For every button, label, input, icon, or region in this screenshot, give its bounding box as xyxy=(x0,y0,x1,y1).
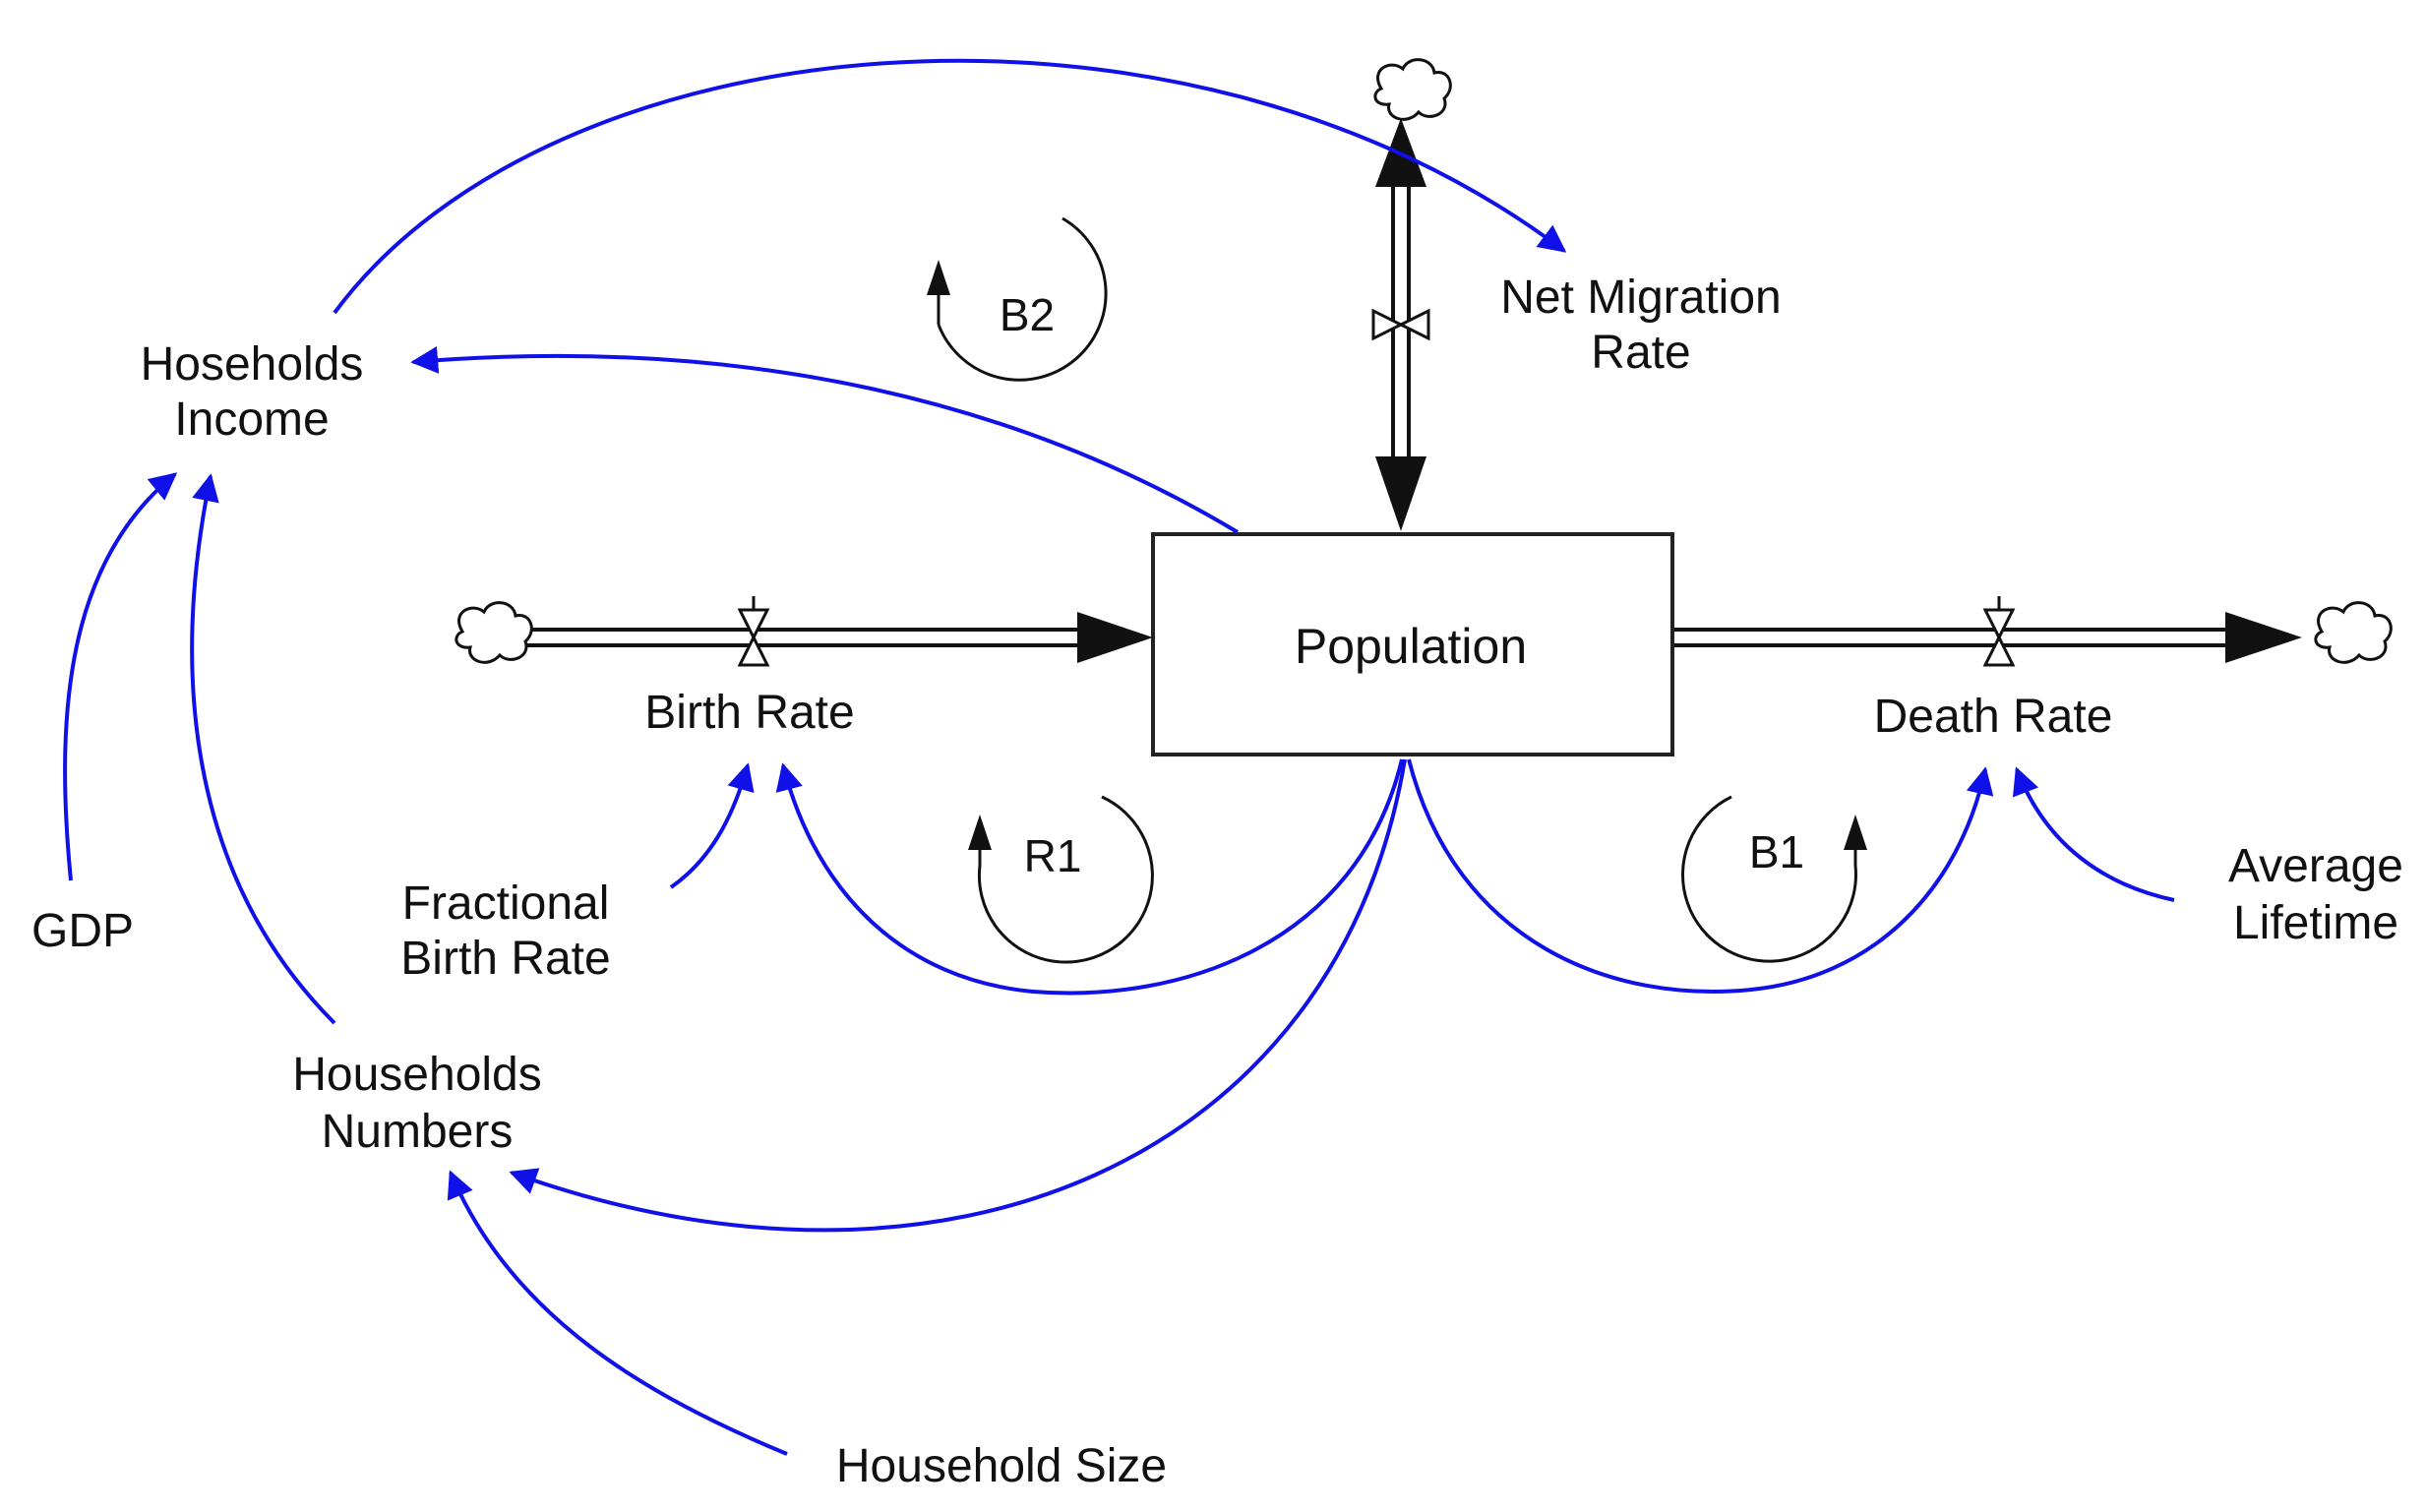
migration-flow-arrowhead-down xyxy=(1375,456,1426,531)
loop-b1: B1 xyxy=(1680,795,1867,963)
link-income-to-migration xyxy=(333,58,1567,315)
link-population-to-numbers xyxy=(509,758,1407,1233)
household-size-label: Household Size xyxy=(836,1440,1167,1492)
birth-rate-valve-icon xyxy=(737,596,770,667)
loop-b2-circle-icon xyxy=(937,216,1108,382)
households-income-label-line2: Income xyxy=(174,393,329,446)
loop-b1-arrow-icon xyxy=(1844,815,1867,850)
population-label: Population xyxy=(1295,619,1527,674)
link-lifetime-to-death xyxy=(2012,766,2175,902)
loop-b2: B2 xyxy=(927,216,1108,382)
birth-source-cloud-icon xyxy=(455,601,533,664)
loop-b2-label: B2 xyxy=(1000,289,1055,340)
fractional-birth-rate-label-line1: Fractional xyxy=(402,877,610,930)
loop-r1-label: R1 xyxy=(1024,830,1082,881)
birth-flow-arrowhead xyxy=(1077,612,1153,663)
loop-b1-circle-icon xyxy=(1680,795,1857,963)
households-numbers-label-line2: Numbers xyxy=(322,1106,514,1158)
death-flow-pipe xyxy=(1672,612,2302,663)
households-income-label-line1: Hoseholds xyxy=(141,338,364,391)
migration-valve-icon xyxy=(1371,308,1430,341)
death-sink-cloud-icon xyxy=(2314,601,2393,664)
death-rate-label: Death Rate xyxy=(1874,691,2113,743)
loop-r1: R1 xyxy=(968,795,1154,964)
link-population-to-birth xyxy=(775,758,1404,996)
loop-r1-circle-icon xyxy=(977,795,1154,964)
fractional-birth-rate-label-line2: Birth Rate xyxy=(400,933,610,985)
link-size-to-numbers xyxy=(447,1170,788,1456)
households-numbers-label-line1: Households xyxy=(292,1049,542,1101)
birth-rate-label: Birth Rate xyxy=(644,687,854,739)
link-numbers-to-income xyxy=(190,473,336,1025)
loop-r1-arrow-icon xyxy=(968,815,992,850)
link-population-to-death xyxy=(1407,758,1994,994)
death-rate-valve-icon xyxy=(1982,596,2016,667)
population-stock[interactable] xyxy=(1151,532,1674,756)
link-population-to-income xyxy=(410,345,1240,534)
migration-cloud-icon xyxy=(1373,58,1452,121)
causal-links xyxy=(63,58,2175,1456)
link-fractional-to-birth xyxy=(669,762,755,889)
gdp-label: GDP xyxy=(31,905,134,957)
net-migration-rate-label-line2: Rate xyxy=(1591,327,1690,379)
average-lifetime-label-line2: Lifetime xyxy=(2233,897,2398,949)
loop-b1-label: B1 xyxy=(1749,826,1804,877)
loop-b2-arrow-icon xyxy=(927,260,950,295)
death-flow-arrowhead xyxy=(2225,612,2302,663)
link-gdp-to-income xyxy=(63,472,178,881)
birth-flow-pipe xyxy=(521,612,1153,663)
average-lifetime-label-line1: Average xyxy=(2228,840,2403,892)
net-migration-rate-label-line1: Net Migration xyxy=(1500,272,1781,324)
